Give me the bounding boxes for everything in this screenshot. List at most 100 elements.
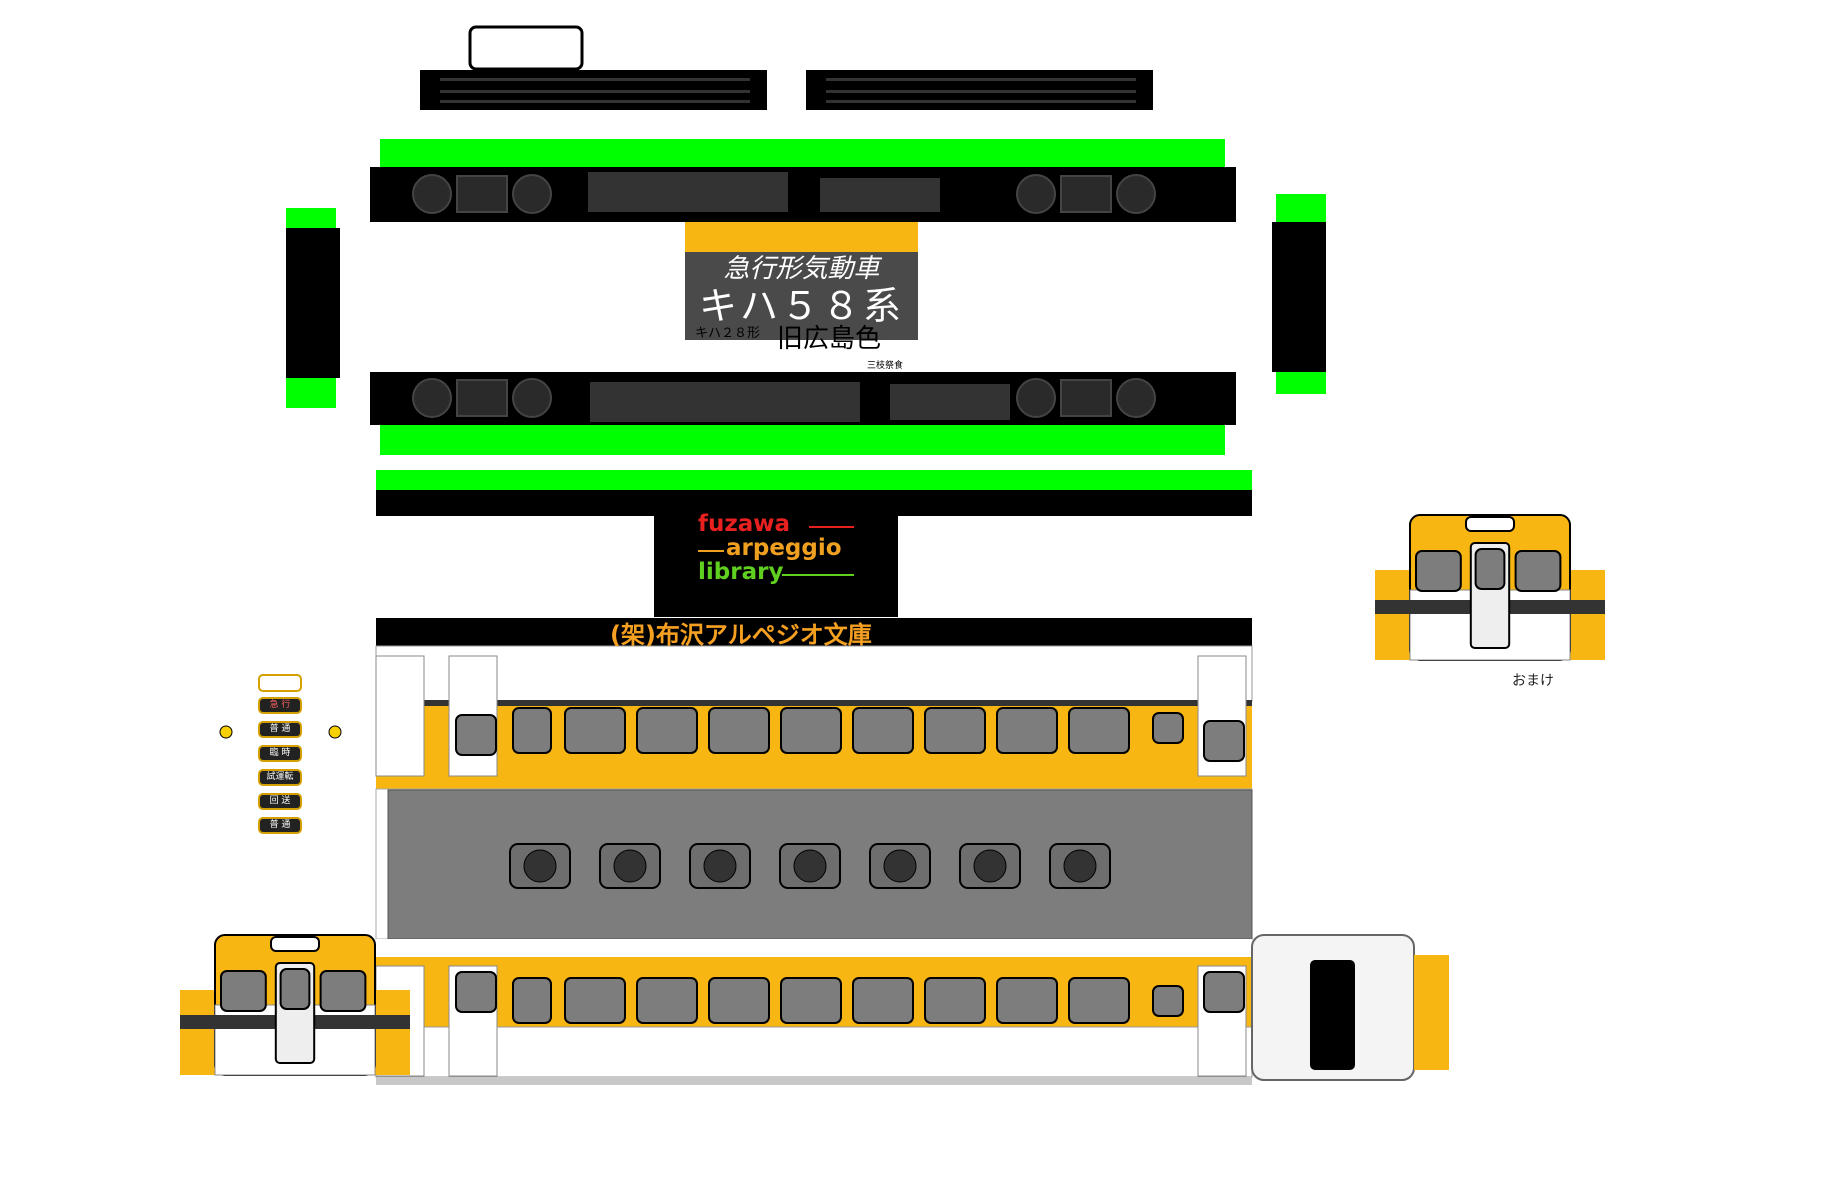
lamp-left (219, 725, 233, 739)
roof-rib-r-1 (826, 78, 1136, 81)
logo-rule-1 (809, 526, 854, 528)
window-lower-6 (924, 977, 986, 1024)
window-upper-door (455, 714, 497, 756)
window-lower-4 (780, 977, 842, 1024)
bogie-lower-right-frame (1060, 379, 1112, 417)
destination-plate-local: 普 通 (258, 721, 302, 738)
bonus-label: おまけ (1512, 673, 1554, 689)
roof-rib-l-2 (440, 90, 750, 93)
window-upper-3 (708, 707, 770, 754)
window-upper-small (1152, 712, 1184, 744)
logo-line-fuzawa: fuzawa (698, 511, 791, 537)
front-car-door-window (279, 968, 311, 1010)
bogie-upper-right-frame (1060, 175, 1112, 213)
car-model: キハ２８形 (695, 326, 761, 341)
logo-rule-2 (698, 550, 724, 552)
roof-rib-l-1 (440, 78, 750, 81)
bogie-lower-left-wheel-b (512, 378, 552, 418)
body-white-lower (375, 1026, 1253, 1078)
destination-plate-extra: 臨 時 (258, 745, 302, 762)
bonus-front-window-right (1514, 550, 1562, 592)
equipment-upper-1 (588, 172, 788, 212)
window-lower-door (455, 971, 497, 1013)
lamp-right (328, 725, 342, 739)
title-panel: 急行形気動車 キハ５８系 キハ２８形 旧広島色 三枝祭食 (685, 222, 918, 372)
roof-vent-fan-3 (793, 849, 827, 883)
glue-tab-top (380, 139, 1225, 167)
bogie-upper-left-wheel-b (512, 174, 552, 214)
body-skirt-lower (376, 1077, 1252, 1085)
series-category: 急行形気動車 (723, 254, 880, 284)
front-car-window-right (319, 970, 367, 1012)
bogie-upper-left-wheel-a (412, 174, 452, 214)
logo-box: fuzawa arpeggio library (654, 512, 898, 617)
equipment-lower-1 (590, 382, 860, 422)
roof-vent-fan-5 (973, 849, 1007, 883)
bonus-front-headlight-bar (1465, 516, 1515, 532)
bonus-front-door-window (1474, 548, 1506, 590)
window-upper-0 (512, 707, 552, 754)
cab-end-side-fill (1414, 955, 1449, 1070)
window-lower-5 (852, 977, 914, 1024)
title-dark-box: 急行形気動車 キハ５８系 (685, 252, 918, 340)
variant-note: 三枝祭食 (867, 361, 904, 371)
roof-vent-fan-1 (613, 849, 647, 883)
window-upper-5 (852, 707, 914, 754)
window-lower-2 (636, 977, 698, 1024)
series-name: キハ５８系 (698, 284, 904, 328)
window-upper-door-right (1203, 720, 1245, 762)
roof-rib-l-3 (440, 100, 750, 103)
window-lower-1 (564, 977, 626, 1024)
cab-end-gangway (1310, 960, 1355, 1070)
window-lower-door-right (1203, 971, 1245, 1013)
destination-plate-blank (258, 674, 302, 692)
destination-plate-local-2: 普 通 (258, 817, 302, 834)
logo-line-arpeggio: arpeggio (726, 535, 842, 561)
roof-vent-fan-0 (523, 849, 557, 883)
roof-vent-fan-2 (703, 849, 737, 883)
equipment-upper-2 (820, 178, 940, 212)
roof-rib-r-2 (826, 90, 1136, 93)
bonus-front-window-left (1415, 550, 1462, 592)
bogie-upper-left-frame (456, 175, 508, 213)
bogie-lower-left-frame (456, 379, 508, 417)
window-upper-4 (780, 707, 842, 754)
underfloor-end-right (1272, 222, 1326, 372)
window-upper-2 (636, 707, 698, 754)
window-lower-3 (708, 977, 770, 1024)
bogie-upper-right-wheel-a (1016, 174, 1056, 214)
window-lower-8 (1068, 977, 1130, 1024)
equipment-lower-2 (890, 384, 1010, 420)
roof-rib-r-3 (826, 100, 1136, 103)
destination-plate-express: 急 行 (258, 697, 302, 714)
title-yellow-band (685, 222, 918, 252)
bogie-lower-left-wheel-a (412, 378, 452, 418)
logo-rule-3 (782, 574, 854, 576)
livery-name: 旧広島色 (777, 324, 882, 354)
body-white-upper (375, 645, 1253, 702)
window-lower-small (1152, 985, 1184, 1017)
roof-vent-fan-6 (1063, 849, 1097, 883)
window-upper-6 (924, 707, 986, 754)
front-car-window-left (220, 970, 267, 1012)
publisher-name: (架)布沢アルペジオ文庫 (610, 621, 872, 649)
destination-plate-test-run: 試運転 (258, 769, 302, 786)
glue-tab-roof-strip (376, 470, 1252, 490)
glue-tab-bottom (380, 425, 1225, 455)
logo-line-library: library (698, 559, 784, 585)
underfloor-end-left (286, 228, 340, 378)
roof-lower-margin (376, 939, 1252, 957)
window-upper-1 (564, 707, 626, 754)
front-car-headlight-bar (270, 936, 320, 952)
upper-side-stripe (376, 700, 1252, 706)
window-lower-7 (996, 977, 1058, 1024)
destination-plate-out-of-service: 回 送 (258, 793, 302, 810)
body-top-black-strip (376, 618, 1252, 646)
window-upper-7 (996, 707, 1058, 754)
roof-handle-outline (468, 25, 584, 71)
window-upper-8 (1068, 707, 1130, 754)
window-lower-0 (512, 977, 552, 1024)
bogie-upper-right-wheel-b (1116, 174, 1156, 214)
